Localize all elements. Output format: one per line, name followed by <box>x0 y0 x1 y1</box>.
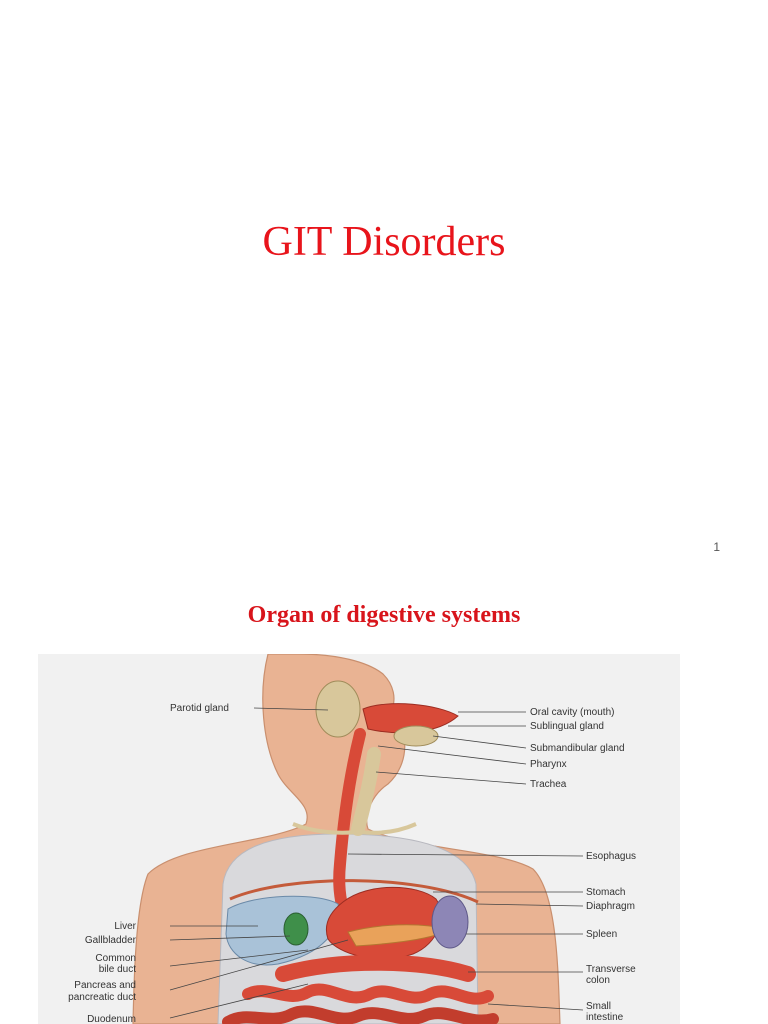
label-pancreas-1: Pancreas and <box>74 980 136 991</box>
anatomy-diagram: Parotid gland Liver Gallbladder Common b… <box>68 654 636 1024</box>
page-number: 1 <box>713 540 720 554</box>
spleen <box>431 895 469 949</box>
label-sublingual-gland: Sublingual gland <box>530 721 604 732</box>
leader-parotid <box>253 707 329 711</box>
label-spleen: Spleen <box>586 929 617 940</box>
slide-1: GIT Disorders 1 <box>262 219 720 554</box>
label-transverse-colon-1: Transverse <box>586 964 636 975</box>
digestive-system-illustration: Parotid gland Liver Gallbladder Common b… <box>38 654 680 1024</box>
small-intestine-lower <box>222 1005 499 1024</box>
slide-2: Organ of digestive systems <box>0 572 768 1024</box>
transverse-colon <box>275 954 476 982</box>
bronchi <box>292 822 417 835</box>
leader-pharynx <box>377 745 527 765</box>
label-pharynx: Pharynx <box>530 759 567 770</box>
leader-submandibular <box>432 735 527 749</box>
label-common-bile-duct-1: Common <box>95 953 136 964</box>
slide-title: Organ of digestive systems <box>247 602 521 628</box>
leader-esophagus <box>347 853 584 857</box>
gallbladder <box>283 912 309 946</box>
slide-title: GIT Disorders <box>262 219 506 265</box>
label-gallbladder: Gallbladder <box>85 935 137 946</box>
parotid-gland <box>315 680 361 738</box>
label-liver: Liver <box>114 921 136 932</box>
label-small-intestine-1: Small <box>586 1001 611 1012</box>
trachea <box>351 747 381 836</box>
label-oral-cavity: Oral cavity (mouth) <box>530 707 614 718</box>
esophagus <box>333 728 366 920</box>
leader-small-intestine <box>487 1003 584 1011</box>
leader-diaphragm <box>475 903 584 907</box>
label-transverse-colon-2: colon <box>586 975 610 986</box>
leader-trachea <box>375 771 527 785</box>
label-pancreas-2: pancreatic duct <box>68 992 136 1003</box>
leader-gallbladder <box>169 935 291 941</box>
diaphragm <box>229 879 479 904</box>
label-stomach: Stomach <box>586 887 625 898</box>
small-intestine <box>242 983 494 1005</box>
label-esophagus: Esophagus <box>586 851 636 862</box>
label-parotid-gland: Parotid gland <box>170 703 229 714</box>
oral-cavity <box>362 703 459 734</box>
label-common-bile-duct-2: bile duct <box>99 964 136 975</box>
leader-duodenum <box>169 983 309 1019</box>
label-trachea: Trachea <box>530 779 567 790</box>
label-diaphragm: Diaphragm <box>586 901 635 912</box>
label-submandibular-gland: Submandibular gland <box>530 743 625 754</box>
label-duodenum: Duodenum <box>87 1014 136 1024</box>
leader-pancreas <box>169 939 349 991</box>
leader-common-bile <box>169 949 309 967</box>
submandibular-gland <box>393 725 439 747</box>
label-small-intestine-2: intestine <box>586 1012 624 1023</box>
